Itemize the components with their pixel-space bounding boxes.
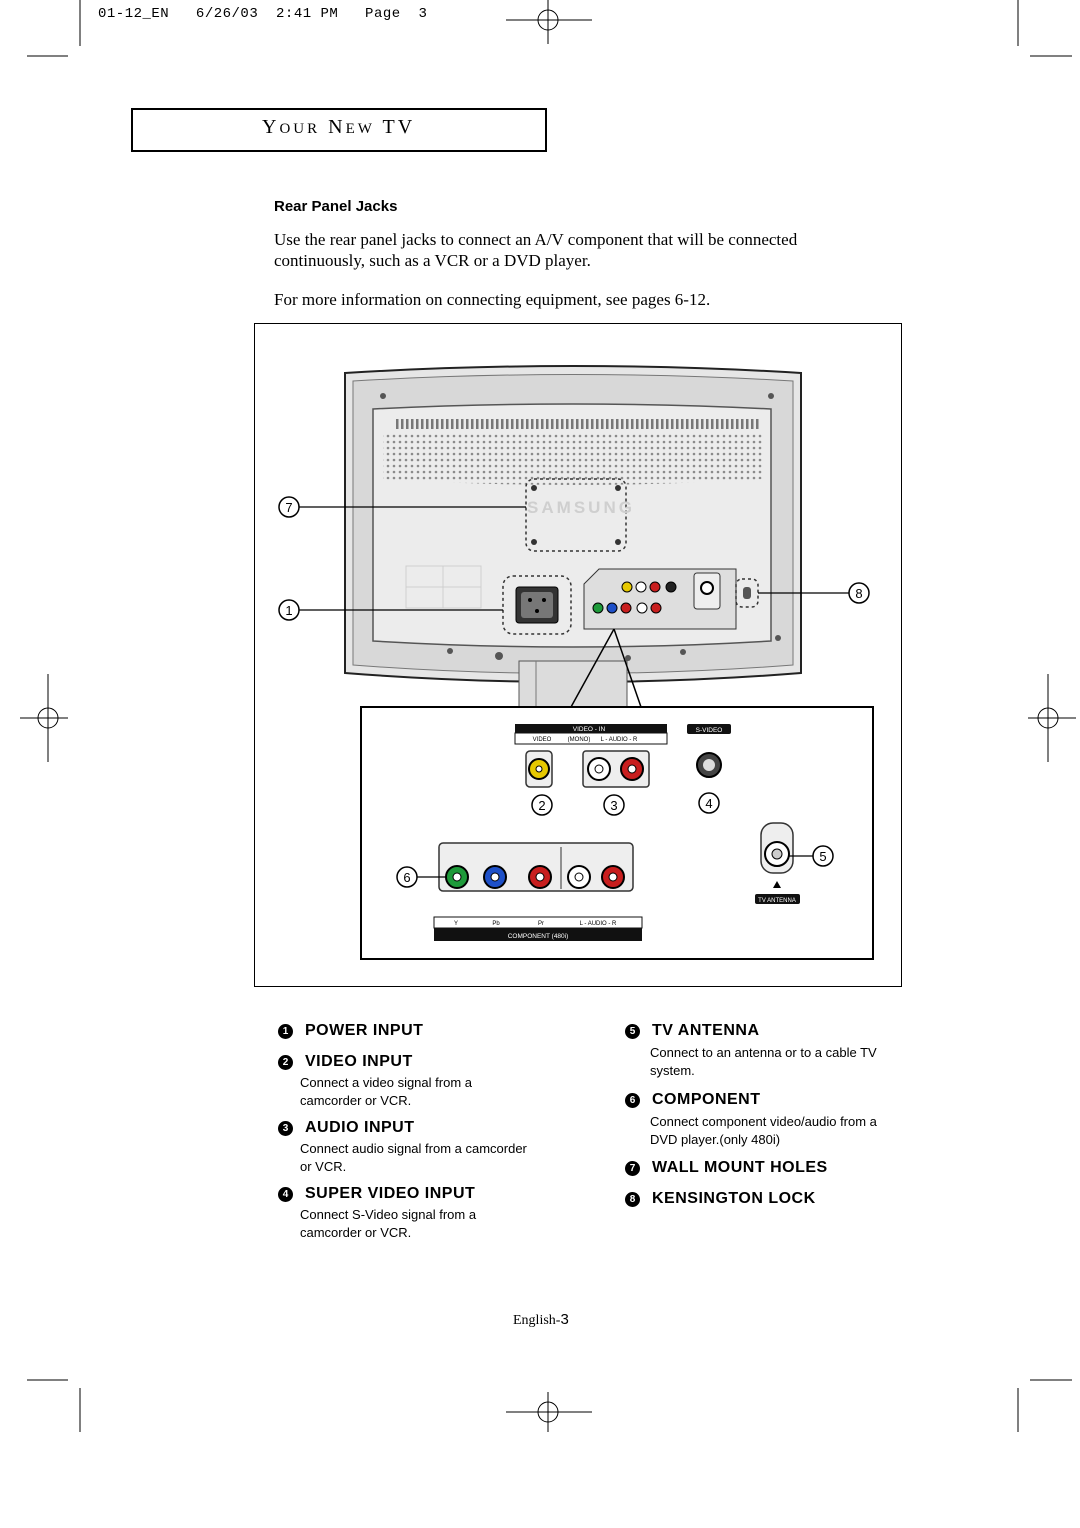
- callout-7: 7: [278, 496, 300, 518]
- item-super-video-input: 4 SUPER VIDEO INPUT: [278, 1185, 475, 1203]
- callout-6: 6: [396, 866, 418, 888]
- section-box: [131, 108, 547, 152]
- kensington-lock-area: [735, 578, 759, 608]
- video-in-label: VIDEO - IN: [573, 726, 606, 733]
- item-video-input: 2 VIDEO INPUT: [278, 1053, 413, 1071]
- tv-antenna-label: TV ANTENNA: [758, 898, 796, 904]
- svg-text:7: 7: [285, 500, 292, 515]
- item-title: WALL MOUNT HOLES: [652, 1159, 828, 1176]
- item-title: POWER INPUT: [305, 1022, 424, 1039]
- callout-1: 1: [278, 599, 300, 621]
- wall-mount-area: [525, 478, 627, 552]
- page-number: English-3: [513, 1311, 569, 1328]
- callout-5: 5: [812, 845, 834, 867]
- callout-2: 2: [531, 794, 553, 816]
- item-title: SUPER VIDEO INPUT: [305, 1185, 476, 1202]
- svg-text:6: 6: [403, 870, 410, 885]
- svg-text:4: 4: [705, 796, 712, 811]
- item-title: TV ANTENNA: [652, 1022, 760, 1039]
- item-description: Connect S-Video signal from a camcorder …: [300, 1207, 477, 1240]
- print-slug: 01-12_EN 6/26/03 2:41 PM Page 3: [98, 6, 428, 22]
- item-audio-input: 3 AUDIO INPUT: [278, 1119, 415, 1137]
- item-title: KENSINGTON LOCK: [652, 1190, 816, 1207]
- item-title: AUDIO INPUT: [305, 1119, 415, 1136]
- item-description: Connect audio signal from a camcorder or…: [300, 1141, 527, 1174]
- item-title: COMPONENT: [652, 1091, 761, 1108]
- item-description: Connect component video/audio from a DVD…: [650, 1114, 877, 1147]
- item-power-input: 1 POWER INPUT: [278, 1022, 423, 1040]
- more-info-paragraph: For more information on connecting equip…: [274, 290, 711, 309]
- svg-text:Pr: Pr: [538, 921, 544, 927]
- section-title: YOUR NEW TV: [262, 116, 416, 138]
- item-title: VIDEO INPUT: [305, 1053, 413, 1070]
- svg-text:Pb: Pb: [492, 921, 500, 927]
- item-component: 6 COMPONENT: [625, 1091, 761, 1109]
- svideo-label: S-VIDEO: [696, 727, 723, 734]
- svg-text:L - AUDIO - R: L - AUDIO - R: [580, 921, 617, 927]
- item-tv-antenna: 5 TV ANTENNA: [625, 1022, 760, 1040]
- svg-text:5: 5: [819, 849, 826, 864]
- callout-3: 3: [603, 794, 625, 816]
- rear-panel-figure: SAMSUNG VIDEO - IN VIDEO (MONO) L - AUDI…: [254, 323, 902, 987]
- svg-text:(MONO): (MONO): [568, 737, 591, 743]
- tv-rear-illustration: SAMSUNG VIDEO - IN VIDEO (MONO) L - AUDI…: [278, 365, 874, 960]
- svg-text:8: 8: [855, 586, 862, 601]
- svg-text:2: 2: [538, 798, 545, 813]
- item-wall-mount-holes: 7 WALL MOUNT HOLES: [625, 1159, 828, 1177]
- svg-text:L - AUDIO - R: L - AUDIO - R: [601, 737, 638, 743]
- brand-label: SAMSUNG: [527, 498, 635, 517]
- callout-4: 4: [698, 792, 720, 814]
- svg-text:1: 1: [285, 603, 292, 618]
- callout-8: 8: [848, 582, 870, 604]
- intro-paragraph: Use the rear panel jacks to connect an A…: [274, 230, 798, 270]
- item-description: Connect to an antenna or to a cable TV s…: [650, 1045, 877, 1078]
- component-label: COMPONENT (480i): [508, 933, 569, 940]
- heading-rear-panel-jacks: Rear Panel Jacks: [274, 198, 398, 215]
- power-input-area: [502, 575, 572, 635]
- item-kensington-lock: 8 KENSINGTON LOCK: [625, 1190, 816, 1208]
- svg-text:VIDEO: VIDEO: [533, 737, 552, 743]
- svg-text:3: 3: [610, 798, 617, 813]
- item-description: Connect a video signal from a camcorder …: [300, 1075, 472, 1108]
- svg-text:Y: Y: [454, 921, 458, 927]
